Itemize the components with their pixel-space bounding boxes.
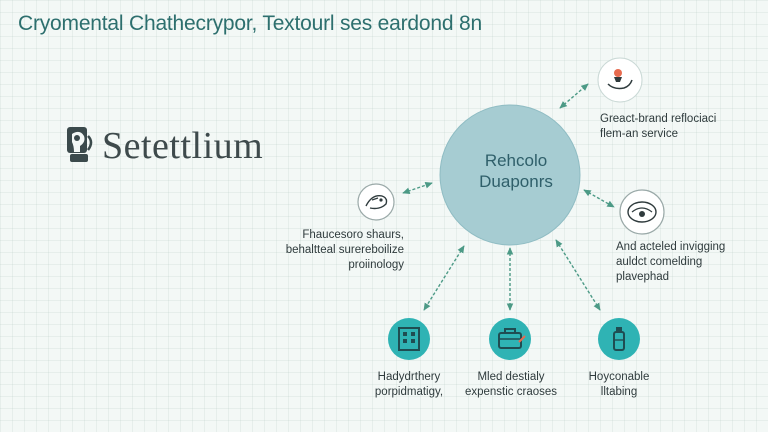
- node-label-bottom-middle: Mled destialy expenstic craoses: [456, 370, 566, 400]
- node-label-line: proiinology: [348, 258, 404, 271]
- head-silhouette-icon: [67, 127, 93, 162]
- bottle-icon: [598, 318, 640, 360]
- node-label-bottom-left: Hadydrthery porpidmatigy,: [359, 370, 459, 400]
- page-title: Cryomental Chathecrypor, Textourl ses ea…: [18, 12, 482, 35]
- node-label-left: Fhaucesoro shaurs, behaltteal surereboil…: [284, 228, 404, 273]
- node-label-line: plavephad: [616, 270, 670, 283]
- brand-name: Setettlium: [102, 125, 264, 167]
- hub-label-line-2: Duaponrs: [479, 172, 553, 192]
- node-label-bottom-right: Hoyconable lltabing: [574, 370, 664, 400]
- node-label-line: lltabing: [600, 385, 638, 398]
- round-gadget-icon: [619, 189, 665, 235]
- hand-with-bowl-icon: [597, 57, 643, 103]
- building-icon: [388, 318, 430, 360]
- node-label-line: Greact-brand reflociaci: [600, 113, 717, 125]
- node-label-line: Hadydrthery: [377, 371, 441, 383]
- node-label-right: And acteled invigging auldct comelding p…: [616, 240, 725, 285]
- brand: Setettlium: [66, 124, 263, 168]
- node-label-line: auldct comelding: [616, 255, 703, 268]
- node-label-line: flem-an service: [600, 127, 678, 140]
- bird-sketch-icon: [357, 183, 395, 221]
- hub-label: Rehcolo Duaponrs: [446, 150, 586, 193]
- node-label-line: expenstic craoses: [464, 385, 558, 398]
- connector-top-right: [559, 83, 589, 109]
- node-label-line: behaltteal surereboilize: [285, 243, 404, 256]
- node-label-line: porpidmatigy,: [374, 385, 444, 398]
- connector-bottom-right: [555, 239, 601, 311]
- hub-label-line-1: Rehcolo: [484, 151, 548, 170]
- node-label-line: Fhaucesoro shaurs,: [302, 229, 404, 241]
- node-label-top-right: Greact-brand reflociaci flem-an service: [600, 112, 716, 142]
- connector-right: [583, 189, 615, 208]
- connector-bottom-left: [423, 245, 465, 311]
- node-label-line: Mled destialy: [477, 371, 545, 383]
- briefcase-icon: [489, 318, 531, 360]
- connector-left: [402, 182, 433, 194]
- node-label-line: Hoyconable: [588, 371, 650, 383]
- hub-circle: [439, 104, 581, 246]
- node-label-line: And acteled invigging: [616, 241, 726, 253]
